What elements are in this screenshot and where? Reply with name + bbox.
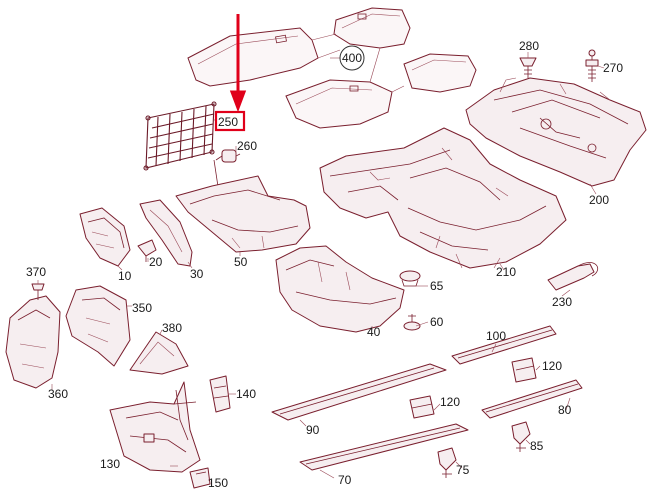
clip-85[interactable] bbox=[511, 421, 531, 452]
cap-65[interactable] bbox=[399, 270, 421, 287]
clip-280[interactable] bbox=[519, 57, 537, 78]
label-140[interactable]: 140 bbox=[236, 387, 256, 401]
label-85[interactable]: 85 bbox=[530, 439, 544, 453]
clip-150[interactable] bbox=[189, 467, 211, 489]
net-hook[interactable] bbox=[213, 149, 241, 201]
label-360[interactable]: 360 bbox=[48, 387, 68, 401]
label-60[interactable]: 60 bbox=[430, 315, 444, 329]
front-mat-left bbox=[187, 27, 319, 87]
label-270[interactable]: 270 bbox=[603, 61, 623, 75]
label-90[interactable]: 90 bbox=[306, 423, 320, 437]
bolt-270[interactable] bbox=[585, 49, 599, 82]
label-380[interactable]: 380 bbox=[162, 321, 182, 335]
strap-230[interactable] bbox=[547, 262, 598, 291]
label-50[interactable]: 50 bbox=[234, 255, 248, 269]
panel-130[interactable] bbox=[109, 381, 201, 473]
callout-labels: 400 280 270 260 200 210 230 65 60 40 50 … bbox=[26, 39, 623, 490]
label-70[interactable]: 70 bbox=[338, 473, 352, 487]
rear-floor-carpet[interactable] bbox=[465, 77, 647, 187]
panel-10[interactable] bbox=[79, 207, 131, 267]
label-40[interactable]: 40 bbox=[367, 325, 381, 339]
main-floor-carpet[interactable] bbox=[319, 127, 567, 269]
panel-350[interactable] bbox=[65, 285, 131, 367]
floor-mat-set[interactable] bbox=[187, 7, 477, 129]
label-350[interactable]: 350 bbox=[132, 301, 152, 315]
label-280[interactable]: 280 bbox=[519, 39, 539, 53]
highlight-box bbox=[214, 110, 246, 132]
panel-30[interactable] bbox=[139, 199, 193, 267]
clip-370[interactable] bbox=[31, 283, 45, 300]
label-400[interactable]: 400 bbox=[342, 51, 362, 65]
leader-lines bbox=[37, 52, 605, 481]
front-mat-right bbox=[333, 7, 411, 49]
rear-mat-left bbox=[285, 79, 393, 129]
panel-360[interactable] bbox=[5, 295, 61, 389]
label-75[interactable]: 75 bbox=[456, 463, 470, 477]
label-210[interactable]: 210 bbox=[496, 265, 516, 279]
red-arrow-indicator bbox=[229, 14, 247, 113]
label-100[interactable]: 100 bbox=[486, 329, 506, 343]
cargo-net[interactable] bbox=[143, 101, 217, 171]
label-260[interactable]: 260 bbox=[237, 139, 257, 153]
label-250[interactable]: 250 bbox=[218, 115, 238, 129]
clip-75[interactable] bbox=[437, 447, 457, 478]
callout-circle-400 bbox=[339, 45, 365, 71]
label-65[interactable]: 65 bbox=[430, 279, 444, 293]
sill-strip-100[interactable] bbox=[451, 325, 557, 365]
label-130[interactable]: 130 bbox=[100, 457, 120, 471]
label-30[interactable]: 30 bbox=[190, 267, 204, 281]
panel-380[interactable] bbox=[129, 331, 189, 375]
side-trim-50[interactable] bbox=[175, 175, 311, 253]
label-150[interactable]: 150 bbox=[208, 476, 228, 490]
sill-strip-90[interactable] bbox=[271, 363, 447, 421]
label-230[interactable]: 230 bbox=[552, 295, 572, 309]
rear-mat-right bbox=[403, 53, 477, 93]
label-10[interactable]: 10 bbox=[118, 269, 132, 283]
sill-strip-70[interactable] bbox=[299, 423, 469, 471]
label-80[interactable]: 80 bbox=[558, 403, 572, 417]
cap-60[interactable] bbox=[403, 314, 421, 331]
label-120-lower[interactable]: 120 bbox=[440, 395, 460, 409]
clip-120-lower[interactable] bbox=[409, 395, 435, 419]
label-20[interactable]: 20 bbox=[149, 255, 163, 269]
bracket-140[interactable] bbox=[209, 375, 231, 413]
label-200[interactable]: 200 bbox=[589, 193, 609, 207]
clip-120-upper[interactable] bbox=[511, 357, 537, 383]
sill-strip-80[interactable] bbox=[481, 379, 583, 419]
label-120-upper[interactable]: 120 bbox=[542, 359, 562, 373]
highlighted-callout-250[interactable]: 250 bbox=[214, 110, 246, 132]
label-370[interactable]: 370 bbox=[26, 265, 46, 279]
wheel-well-cover[interactable] bbox=[275, 245, 405, 333]
clip-20[interactable] bbox=[137, 239, 157, 262]
